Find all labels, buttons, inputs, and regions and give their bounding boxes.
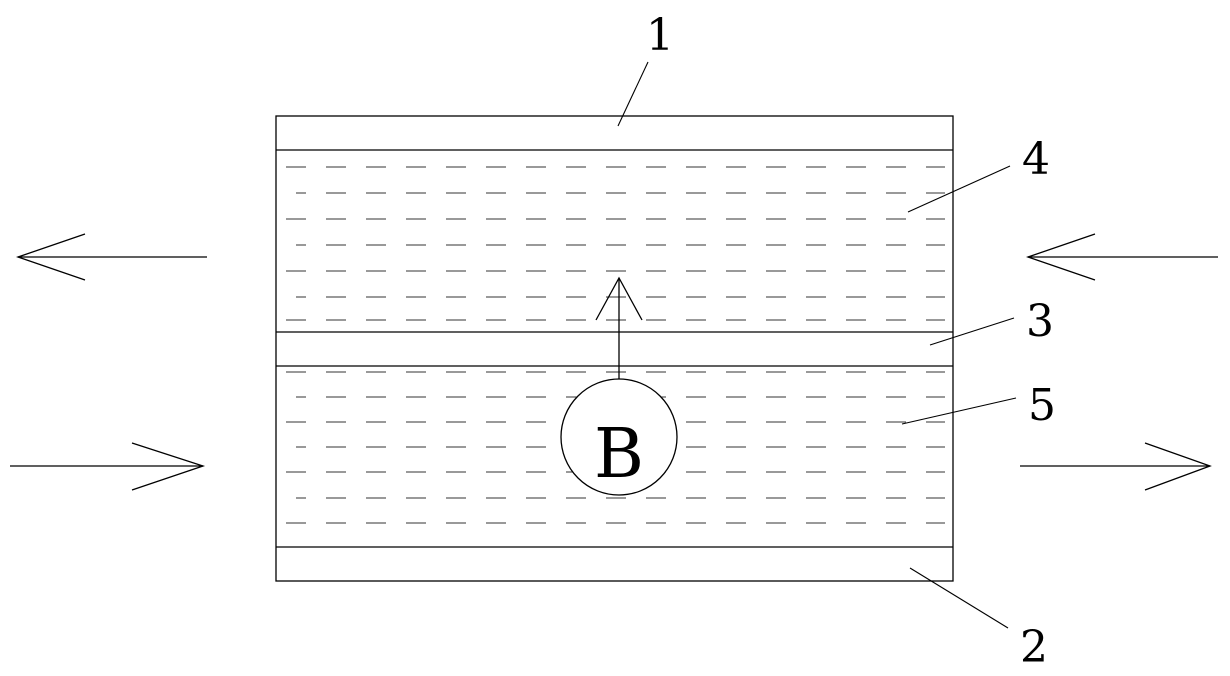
label-4: 4 [1022, 134, 1050, 185]
label-1: 1 [646, 10, 674, 61]
leader-3 [929, 317, 1015, 346]
arrow-lower-left-inflow [10, 442, 206, 491]
leader-4 [907, 165, 1011, 213]
leader-1 [617, 61, 649, 127]
arrow-lower-right-outflow [1020, 442, 1212, 491]
leader-5 [901, 397, 1017, 425]
label-5: 5 [1028, 380, 1056, 431]
leader-2 [909, 567, 1009, 629]
circle-b-label: B [594, 415, 644, 494]
upper-channel-fill [286, 166, 945, 321]
vertical-arrow-head [595, 276, 643, 321]
arrow-upper-left-outflow [15, 233, 207, 281]
label-2: 2 [1020, 622, 1048, 673]
outer-frame [275, 115, 954, 582]
arrow-upper-right-inflow [1025, 233, 1218, 281]
label-3: 3 [1026, 296, 1054, 347]
